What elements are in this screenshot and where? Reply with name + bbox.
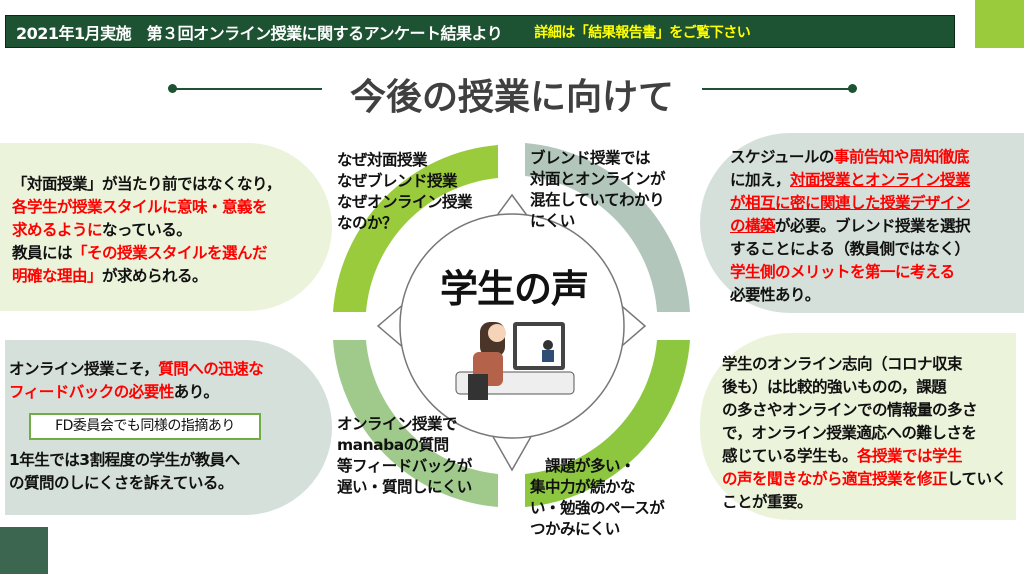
accent-square-top-right bbox=[975, 0, 1024, 48]
text-span: 「対面授業」が当たり前ではなくなり， bbox=[12, 175, 281, 193]
text-span: で，オンライン授業適応への難しさを bbox=[722, 424, 977, 442]
ring-segment-top-left bbox=[333, 145, 498, 312]
text-span: の多さやオンラインでの情報量の多さ bbox=[722, 401, 978, 419]
text-span: していくことが重要。 bbox=[722, 470, 1007, 511]
text-span: なぜ対面授業 bbox=[337, 151, 428, 169]
title-rule-left bbox=[172, 88, 322, 90]
title-dot-right bbox=[848, 84, 857, 93]
text-span: ブレンド授業では bbox=[530, 149, 651, 167]
text-span: 学生のオンライン志向（コロナ収束 bbox=[722, 355, 963, 373]
text-span: 1年生では3割程度の学生が教員へ bbox=[9, 451, 240, 469]
text-span: に加え， bbox=[730, 171, 791, 189]
text-span: オンライン授業で bbox=[337, 415, 458, 433]
text-span: 感じている学生も。 bbox=[722, 447, 858, 465]
text-span: が求められる。 bbox=[102, 267, 208, 285]
header-detail-note: 詳細は「結果報告書」をご覧下さい bbox=[534, 24, 751, 41]
text-span: つかみにくい bbox=[530, 520, 620, 538]
text-span: manabaの質問 bbox=[337, 436, 449, 454]
text-span: オンライン授業こそ， bbox=[9, 360, 159, 378]
text-span: 学生側のメリットを第一に考える bbox=[730, 263, 955, 281]
quadrant-text-bottom-left: オンライン授業で manabaの質問等フィードバックが遅い・質問しにくい bbox=[337, 414, 472, 498]
text-span: 必要性あり。 bbox=[730, 286, 820, 304]
text-span: なぜブレンド授業 bbox=[337, 172, 458, 190]
text-span: なのか？ bbox=[337, 214, 398, 232]
text-span: の声を聞きながら適宜授業を修正 bbox=[722, 470, 948, 488]
text-span: 対面とオンラインが bbox=[530, 170, 666, 188]
text-span: 混在していてわかり bbox=[530, 191, 665, 209]
text-span: 各授業では学生 bbox=[857, 447, 963, 465]
text-span: あり。 bbox=[173, 383, 219, 401]
panel-bottom-right: 学生のオンライン志向（コロナ収束 後も）は比較的強いものの，課題 の多さやオンラ… bbox=[700, 333, 1016, 520]
panel-top-right: スケジュールの事前告知や周知徹底 に加え，対面授業とオンライン授業 が相互に密に… bbox=[700, 133, 1024, 313]
text-span: が相互に密に関連した授業デザイン bbox=[730, 194, 971, 212]
text-span: 各学生が授業スタイルに意味・意義を bbox=[12, 198, 268, 216]
ring-segment-bottom-right bbox=[525, 340, 690, 507]
panel-bottom-left: オンライン授業こそ，質問への迅速な フィードバックの必要性あり。 FD委員会でも… bbox=[5, 340, 332, 515]
center-circle bbox=[399, 213, 625, 439]
ring-segment-top-right bbox=[525, 143, 690, 312]
text-span: 対面授業とオンライン授業 bbox=[790, 171, 971, 189]
text-span: 質問への迅速な bbox=[158, 360, 264, 378]
header-banner: 2021年1月実施 第３回オンライン授業に関するアンケート結果より 詳細は「結果… bbox=[5, 15, 955, 48]
student-online-illustration bbox=[455, 322, 575, 400]
text-span: が必要。ブレンド授業を選択 bbox=[775, 217, 971, 235]
ring-segment-bottom-left bbox=[333, 340, 498, 507]
text-span: の質問のしにくさを訴えている。 bbox=[9, 474, 233, 492]
text-span: 後も）は比較的強いものの，課題 bbox=[722, 378, 947, 396]
fd-committee-note: FD委員会でも同様の指摘あり bbox=[29, 413, 261, 440]
accent-square-bottom-left bbox=[0, 527, 48, 574]
text-span: なっている。 bbox=[102, 221, 192, 239]
quadrant-text-top-right: ブレンド授業では対面とオンラインが混在していてわかりにくい bbox=[530, 148, 666, 232]
text-span: なぜオンライン授業 bbox=[337, 193, 473, 211]
title-dot-left bbox=[168, 84, 177, 93]
panel-top-left: 「対面授業」が当たり前ではなくなり， 各学生が授業スタイルに意味・意義を 求める… bbox=[0, 143, 332, 311]
text-span: 課題が多い・ bbox=[530, 457, 636, 475]
quadrant-text-bottom-right: 課題が多い・集中力が続かない・勉強のペースがつかみにくい bbox=[530, 414, 665, 561]
text-span: 事前告知や周知徹底 bbox=[833, 148, 970, 166]
header-title: 2021年1月実施 第３回オンライン授業に関するアンケート結果より bbox=[16, 23, 503, 43]
text-span: 遅い・質問しにくい bbox=[337, 478, 472, 496]
text-span: することによる（教員側ではなく） bbox=[730, 240, 970, 258]
text-span: い・勉強のペースが bbox=[530, 499, 665, 517]
text-span: 等フィードバックが bbox=[337, 457, 472, 475]
page-title: 今後の授業に向けて bbox=[349, 77, 674, 118]
text-span: フィードバックの必要性 bbox=[9, 383, 174, 401]
center-label: 学生の声 bbox=[440, 267, 589, 311]
text-span: 「その授業スタイルを選んだ bbox=[72, 244, 268, 262]
text-span: スケジュールの bbox=[730, 148, 834, 166]
text-span: にくい bbox=[530, 212, 575, 230]
text-span: 教員には bbox=[12, 244, 73, 262]
title-rule-right bbox=[702, 88, 852, 90]
text-span: 集中力が続かな bbox=[530, 478, 636, 496]
quadrant-text-top-left: なぜ対面授業なぜブレンド授業なぜオンライン授業なのか？ bbox=[337, 150, 473, 234]
text-span: 求めるように bbox=[12, 221, 103, 239]
text-span: 明確な理由」 bbox=[12, 267, 103, 285]
text-span: の構築 bbox=[730, 217, 776, 235]
